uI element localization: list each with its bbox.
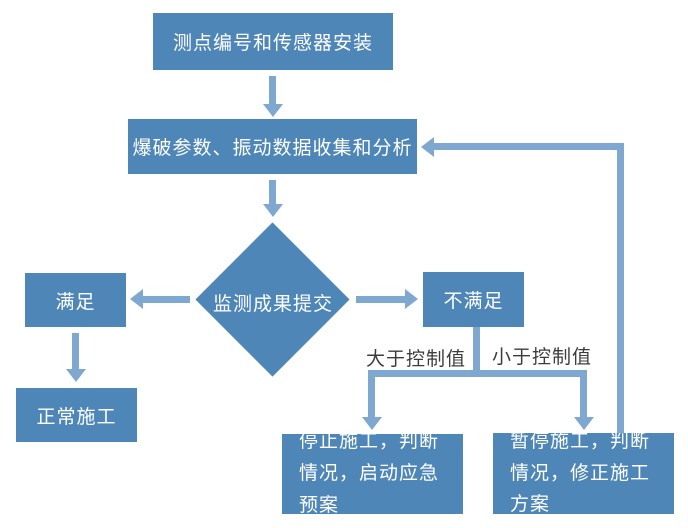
arrow-branch-to-pause (580, 370, 587, 417)
arrow-branch-to-stop (368, 370, 375, 417)
arrowhead-down-icon (574, 417, 594, 430)
edge-label-less-than: 小于控制值 (492, 347, 593, 368)
arrow-decision-to-satisfied (143, 296, 190, 303)
arrowhead-left-icon (421, 137, 434, 157)
arrowhead-left-icon (130, 289, 143, 309)
arrowhead-down-icon (263, 104, 283, 117)
arrow-collection-to-decision (269, 180, 276, 204)
node-stop-construction: 停止施工，判断情况，启动应急预案 (282, 431, 463, 516)
arrow-install-to-collection (269, 76, 276, 104)
node-normal-construction: 正常施工 (16, 388, 137, 442)
connector-notsatisfied-stub (473, 327, 480, 374)
node-satisfied: 满足 (25, 273, 126, 327)
arrowhead-right-icon (405, 289, 418, 309)
node-decision: 监测成果提交 (212, 294, 333, 315)
feedback-line-vertical (617, 146, 624, 433)
arrow-satisfied-to-normal (72, 333, 79, 369)
edge-label-greater-than: 大于控制值 (366, 349, 467, 370)
node-pause-construction: 暂停施工，判断情况，修正施工方案 (493, 431, 674, 515)
arrowhead-down-icon (362, 417, 382, 430)
arrowhead-down-icon (263, 204, 283, 217)
arrow-decision-to-notsatisfied (356, 296, 405, 303)
node-sensor-install: 测点编号和传感器安装 (153, 13, 393, 70)
node-data-collection: 爆破参数、振动数据收集和分析 (128, 119, 417, 174)
node-not-satisfied: 不满足 (423, 272, 524, 327)
connector-branch-bar (368, 370, 587, 377)
arrowhead-down-icon (66, 369, 86, 382)
feedback-line-horizontal (434, 143, 624, 150)
